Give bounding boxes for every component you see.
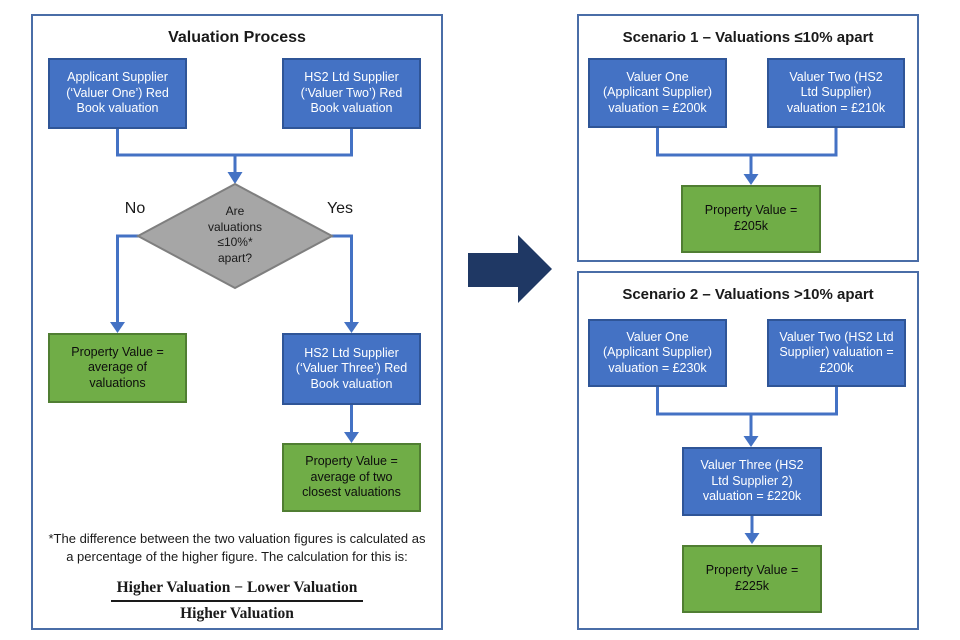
page-title: Valuation Process: [168, 29, 306, 46]
branch-label-yes: Yes: [326, 200, 354, 217]
scenario1-panel: Scenario 1 – Valuations ≤10% apart Value…: [577, 14, 919, 262]
formula-denominator: Higher Valuation: [180, 605, 294, 622]
property-value-two-closest-box: Property Value = average of two closest …: [282, 443, 421, 512]
s2-property-value-box: Property Value = £225k: [682, 545, 822, 613]
formula-numerator: Higher Valuation − Lower Valuation: [110, 579, 364, 602]
s1-valuer-two-box: Valuer Two (HS2 Ltd Supplier) valuation …: [767, 58, 905, 128]
s1-valuer-one-box: Valuer One (Applicant Supplier) valuatio…: [588, 58, 727, 128]
scenario1-title: Scenario 1 – Valuations ≤10% apart: [622, 29, 874, 46]
valuer-three-box: HS2 Ltd Supplier (‘Valuer Three’) Red Bo…: [282, 333, 421, 405]
decision-text: Are valuations ≤10%* apart?: [207, 204, 263, 265]
right-arrow-icon: [468, 235, 552, 303]
footnote-text: *The difference between the two valuatio…: [48, 531, 426, 565]
branch-label-no: No: [124, 200, 146, 217]
s1-property-value-box: Property Value = £205k: [681, 185, 821, 253]
property-value-average-box: Property Value = average of valuations: [48, 333, 187, 403]
applicant-supplier-box: Applicant Supplier (‘Valuer One’) Red Bo…: [48, 58, 187, 129]
valuation-process-panel: Valuation Process Applicant Supplier (‘V…: [31, 14, 443, 630]
s2-valuer-two-box: Valuer Two (HS2 Ltd Supplier) valuation …: [767, 319, 906, 387]
scenario2-title: Scenario 2 – Valuations >10% apart: [622, 286, 874, 303]
hs2-supplier-box: HS2 Ltd Supplier (‘Valuer Two’) Red Book…: [282, 58, 421, 129]
calculation-formula: Higher Valuation − Lower Valuation Highe…: [33, 579, 441, 623]
scenario2-panel: Scenario 2 – Valuations >10% apart Value…: [577, 271, 919, 630]
s2-valuer-one-box: Valuer One (Applicant Supplier) valuatio…: [588, 319, 727, 387]
s2-valuer-three-box: Valuer Three (HS2 Ltd Supplier 2) valuat…: [682, 447, 822, 516]
